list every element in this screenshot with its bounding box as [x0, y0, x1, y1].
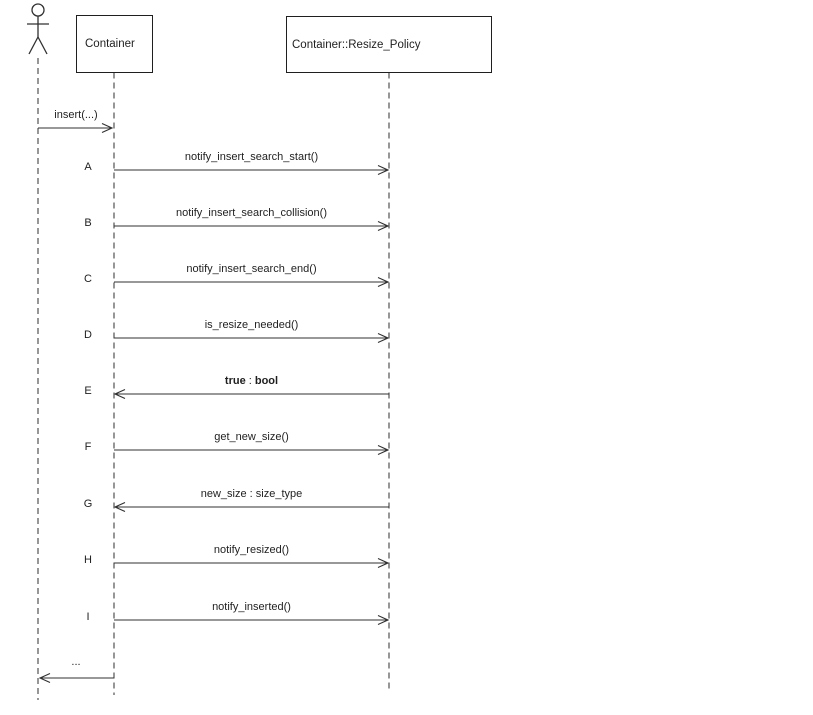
message-letter-g: G [83, 498, 93, 510]
return-separator: : [245, 375, 255, 387]
message-label-e-return: true : bool [114, 373, 389, 389]
message-label-insert: insert(...) [54, 109, 98, 121]
message-letter-c: C [84, 273, 92, 285]
return-type: bool [254, 375, 279, 387]
message-label-f: get_new_size() [214, 431, 289, 443]
message-letter-d: D [84, 329, 92, 341]
message-letter-i: I [86, 611, 90, 623]
message-letter-a: A [84, 161, 92, 173]
message-label-g-return: new_size : size_type [200, 488, 303, 500]
participant-resize-policy-label: Container::Resize_Policy [292, 38, 421, 51]
message-label-ellipsis: ... [71, 656, 81, 668]
message-letter-h: H [84, 554, 92, 566]
message-letter-b: B [84, 217, 92, 229]
message-letter-e: E [84, 385, 92, 397]
participant-resize-policy: Container::Resize_Policy [286, 16, 492, 73]
message-label-i: notify_inserted() [212, 601, 291, 613]
return-value: true [224, 375, 246, 387]
participant-container-label: Container [85, 38, 135, 50]
message-label-h: notify_resized() [213, 544, 290, 556]
message-label-b: notify_insert_search_collision() [175, 207, 327, 219]
message-letter-f: F [84, 441, 92, 453]
message-label-a: notify_insert_search_start() [184, 151, 319, 163]
participant-container: Container [76, 15, 153, 73]
message-label-c: notify_insert_search_end() [186, 263, 317, 275]
message-label-d: is_resize_needed() [204, 319, 299, 331]
actor-icon [27, 3, 49, 55]
